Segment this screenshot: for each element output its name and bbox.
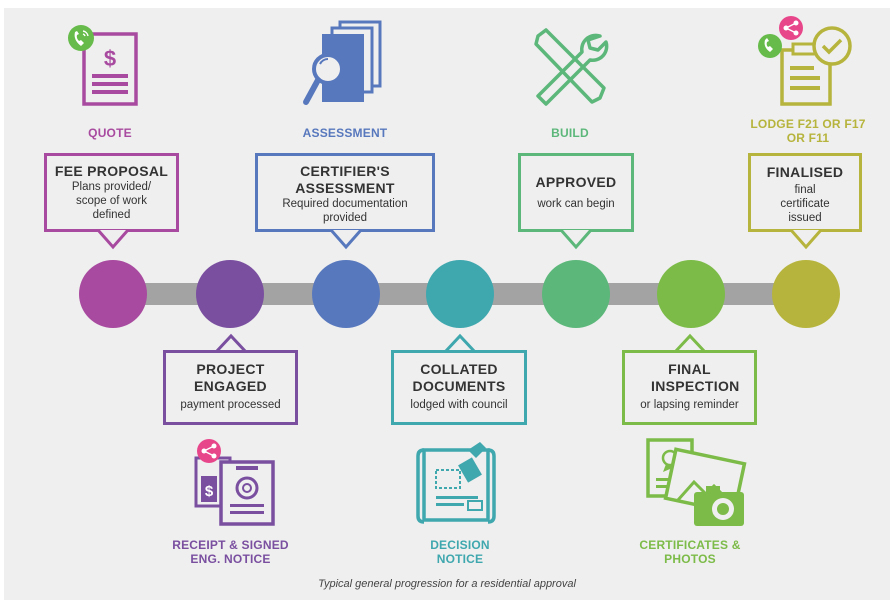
stage-box-final-inspection: FINAL INSPECTION or lapsing reminder	[622, 350, 757, 425]
icon-label-assessment: ASSESSMENT	[302, 126, 388, 140]
icon-label-quote: QUOTE	[88, 126, 132, 140]
icon-label-certificates: CERTIFICATES & PHOTOS	[639, 538, 741, 566]
stage-title: FINALISED	[766, 164, 844, 180]
timeline-node-2	[196, 260, 264, 328]
diagram-caption: Typical general progression for a reside…	[318, 578, 576, 590]
stage-box-project-engaged: PROJECT ENGAGED payment processed	[163, 350, 298, 425]
stage-box-certifiers-assessment: CERTIFIER'S ASSESSMENT Required document…	[255, 153, 435, 232]
stage-subtitle: or lapsing reminder	[640, 399, 739, 411]
stage-title: COLLATED DOCUMENTS	[412, 361, 506, 394]
icon-label-build: BUILD	[551, 126, 589, 140]
stage-title: CERTIFIER'S ASSESSMENT	[295, 163, 395, 196]
stage-subtitle: payment processed	[180, 399, 281, 411]
stage-subtitle: final certificate issued	[780, 184, 830, 224]
stage-subtitle: Required documentation provided	[282, 198, 408, 224]
timeline-node-6	[657, 260, 725, 328]
stage-title: FEE PROPOSAL	[54, 163, 169, 179]
stage-box-approved: APPROVED work can begin	[518, 153, 634, 232]
stage-title: FINAL INSPECTION	[651, 361, 740, 394]
timeline-node-5	[542, 260, 610, 328]
timeline-node-4	[426, 260, 494, 328]
stage-subtitle: lodged with council	[410, 399, 508, 411]
timeline-node-3	[312, 260, 380, 328]
stage-title: PROJECT ENGAGED	[194, 361, 267, 394]
stage-box-collated-documents: COLLATED DOCUMENTS lodged with council	[391, 350, 527, 425]
icon-label-lodge: LODGE F21 OR F17 OR F11	[750, 117, 866, 145]
stage-subtitle: Plans provided/ scope of work defined	[71, 181, 152, 221]
stage-title: APPROVED	[535, 174, 617, 190]
stage-box-fee-proposal: FEE PROPOSAL Plans provided/ scope of wo…	[44, 153, 179, 232]
icon-label-decision-notice: DECISION NOTICE	[430, 538, 490, 566]
stage-box-finalised: FINALISED final certificate issued	[748, 153, 862, 232]
timeline-node-1	[79, 260, 147, 328]
timeline-node-7	[772, 260, 840, 328]
icon-label-receipt: RECEIPT & SIGNED ENG. NOTICE	[172, 538, 289, 566]
stage-subtitle: work can begin	[537, 198, 615, 210]
